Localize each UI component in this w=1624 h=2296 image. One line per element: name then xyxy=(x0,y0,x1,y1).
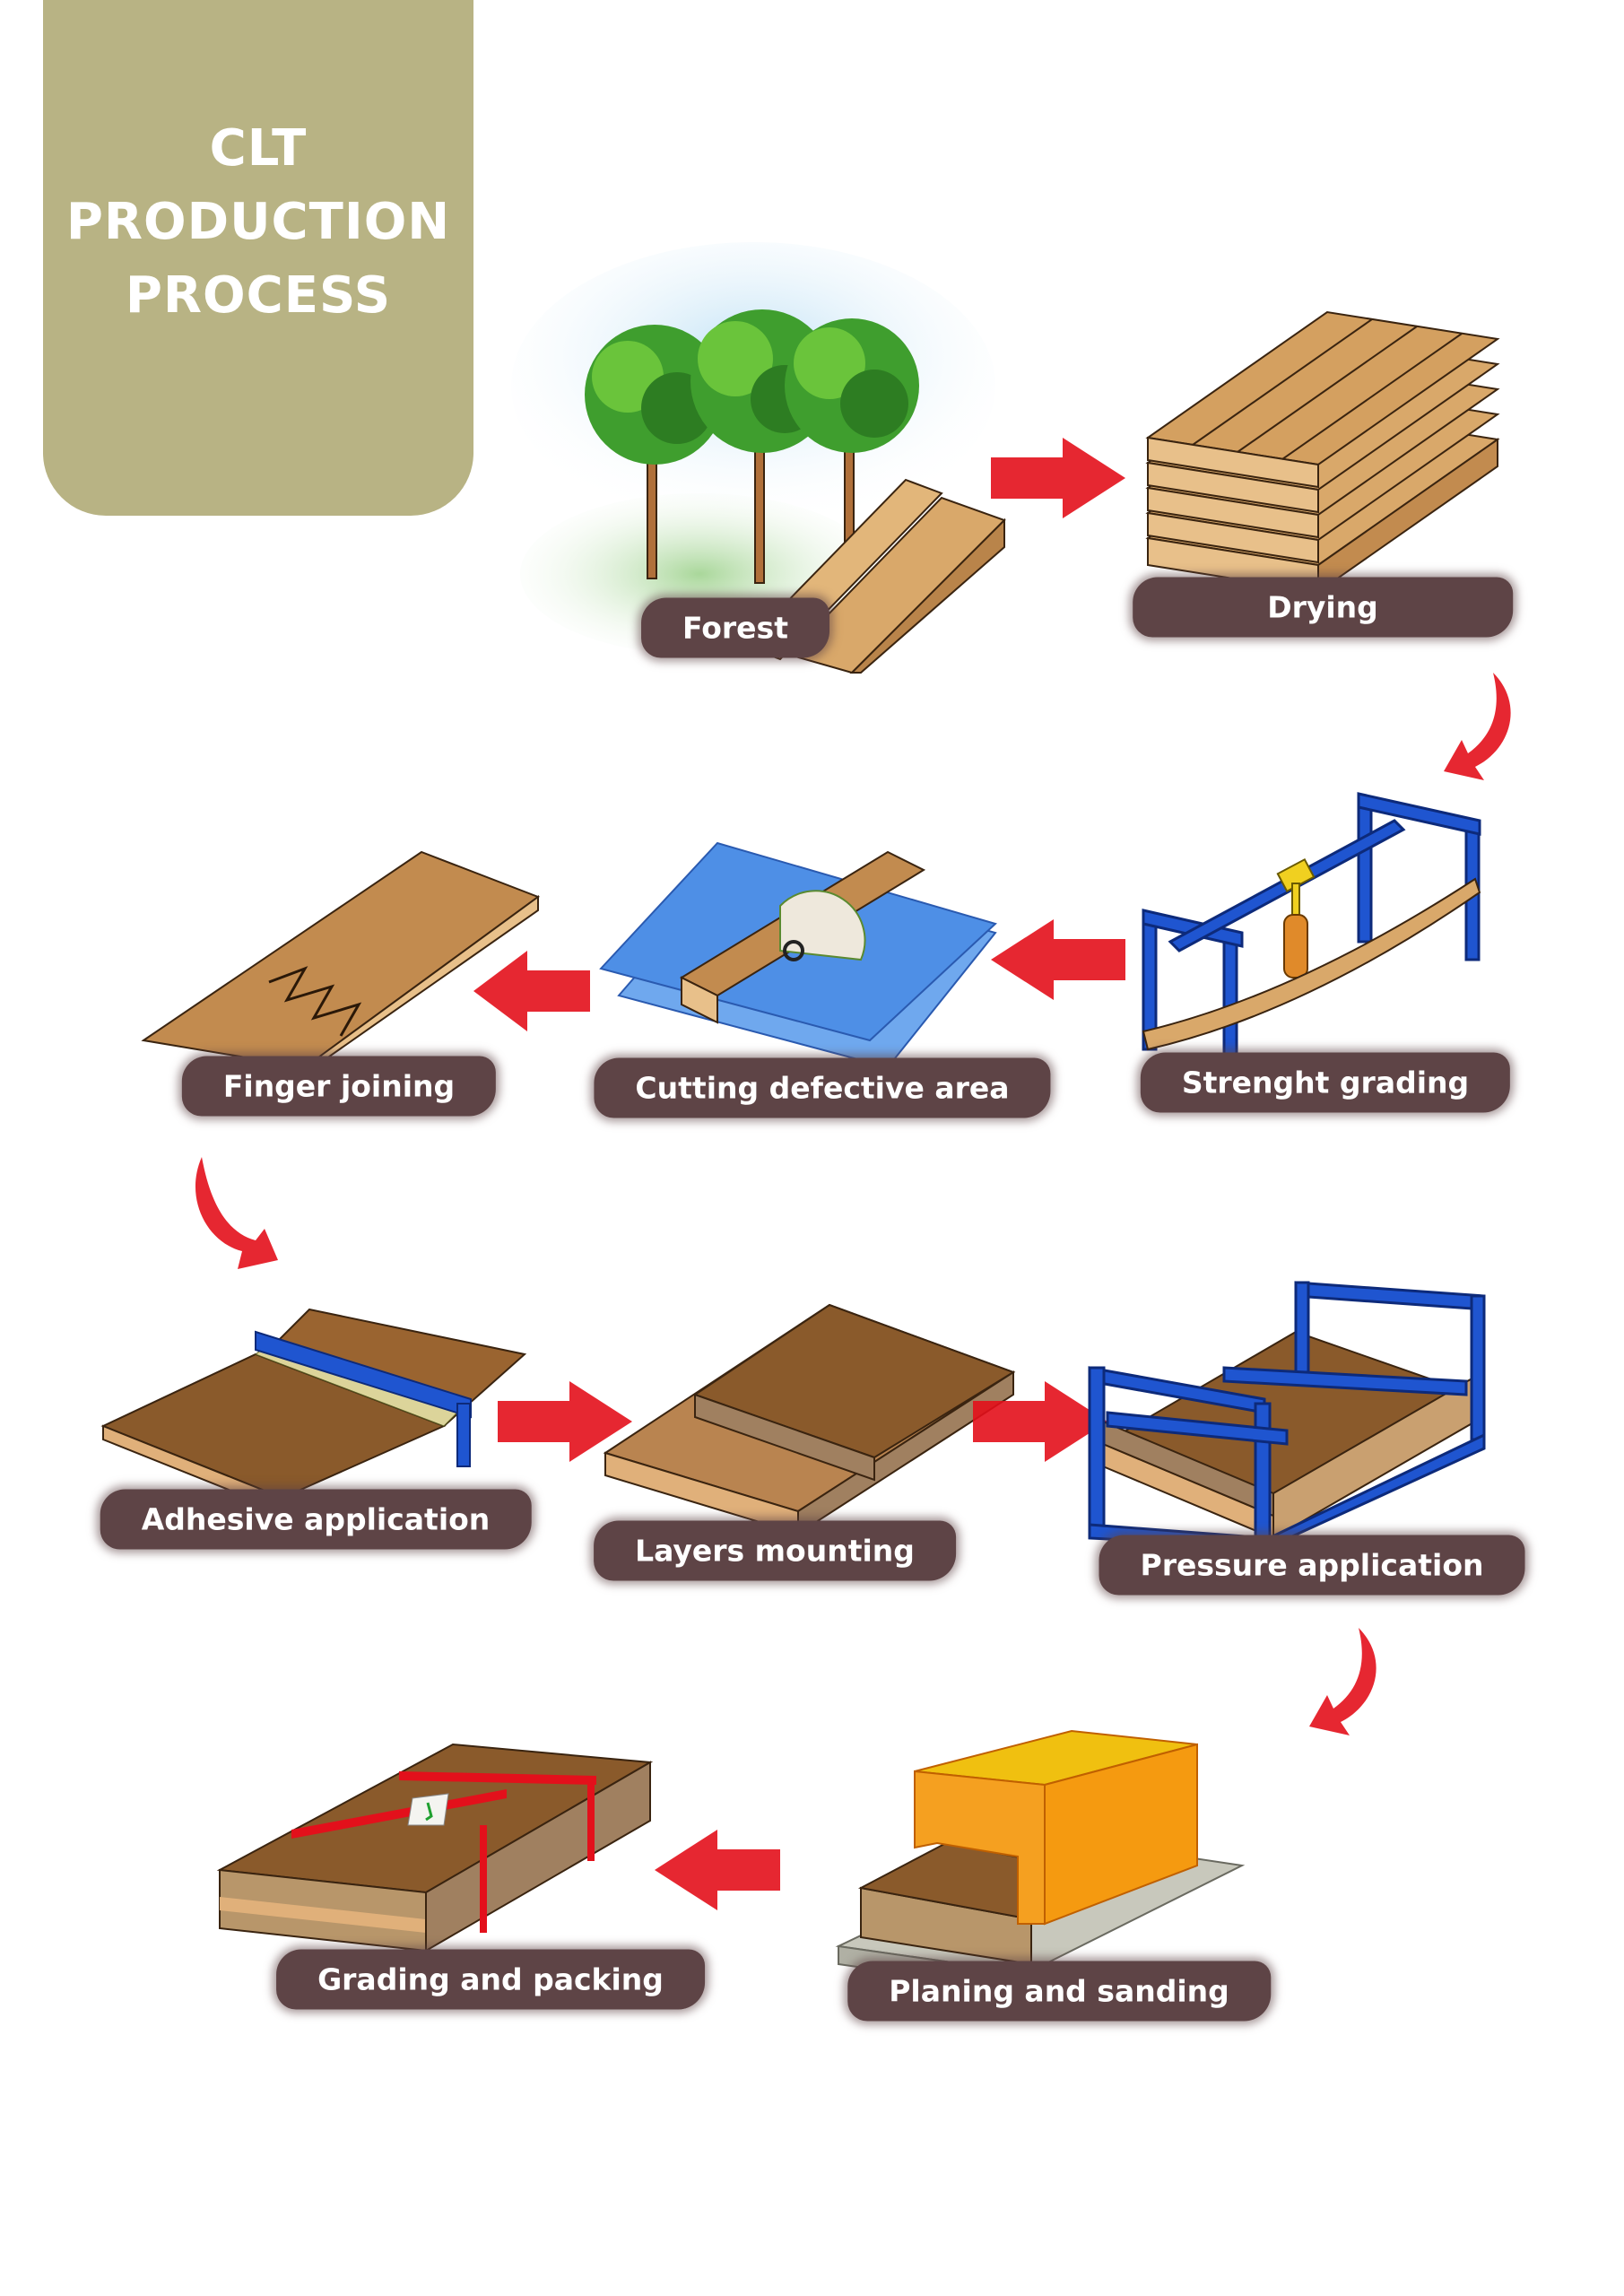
check-mark-icon xyxy=(425,1802,433,1822)
step-label-layers-mounting: Layers mounting xyxy=(594,1520,956,1581)
arrow-left-icon xyxy=(655,1830,780,1910)
arrow-left-icon xyxy=(473,951,590,1031)
strength-grading-illustration xyxy=(1142,792,1481,1060)
step-label-strength-grading: Strenght grading xyxy=(1140,1052,1511,1113)
step-label-finger-joining: Finger joining xyxy=(181,1056,497,1117)
step-label-cutting-defective-area: Cutting defective area xyxy=(594,1057,1051,1118)
forest-illustration xyxy=(511,242,1006,674)
grading-packing-illustration xyxy=(216,1743,654,1952)
step-label-drying: Drying xyxy=(1133,577,1513,638)
step-label-pressure-application: Pressure application xyxy=(1099,1535,1525,1596)
finger-joining-illustration xyxy=(141,850,541,1069)
step-label-forest: Forest xyxy=(641,597,829,658)
title-line-3: PROCESS xyxy=(125,265,392,325)
arrow-left-icon xyxy=(991,919,1125,1000)
arrow-curved-down-icon xyxy=(195,1157,278,1269)
arrow-curved-down-icon xyxy=(1444,673,1511,780)
arrow-right-icon xyxy=(973,1381,1107,1462)
step-label-grading-and-packing: Grading and packing xyxy=(276,1949,705,2010)
planing-illustration xyxy=(835,1729,1246,1993)
cutting-illustration xyxy=(599,841,997,1069)
arrow-curved-down-icon xyxy=(1309,1628,1376,1735)
arrow-right-icon xyxy=(991,438,1125,518)
step-label-adhesive-application: Adhesive application xyxy=(100,1489,532,1550)
tree-icon xyxy=(785,318,919,570)
arrow-right-icon xyxy=(498,1381,632,1462)
title-line-1: CLT xyxy=(209,118,308,178)
layers-mounting-illustration xyxy=(603,1303,1016,1535)
tree-icon xyxy=(585,325,725,579)
title-line-2: PRODUCTION xyxy=(65,192,451,251)
title-banner: CLT PRODUCTION PROCESS xyxy=(43,0,473,516)
adhesive-illustration xyxy=(100,1308,527,1513)
drying-illustration xyxy=(1145,310,1500,594)
step-label-planing-and-sanding: Planing and sanding xyxy=(847,1961,1271,2022)
pressure-illustration xyxy=(1088,1281,1486,1549)
